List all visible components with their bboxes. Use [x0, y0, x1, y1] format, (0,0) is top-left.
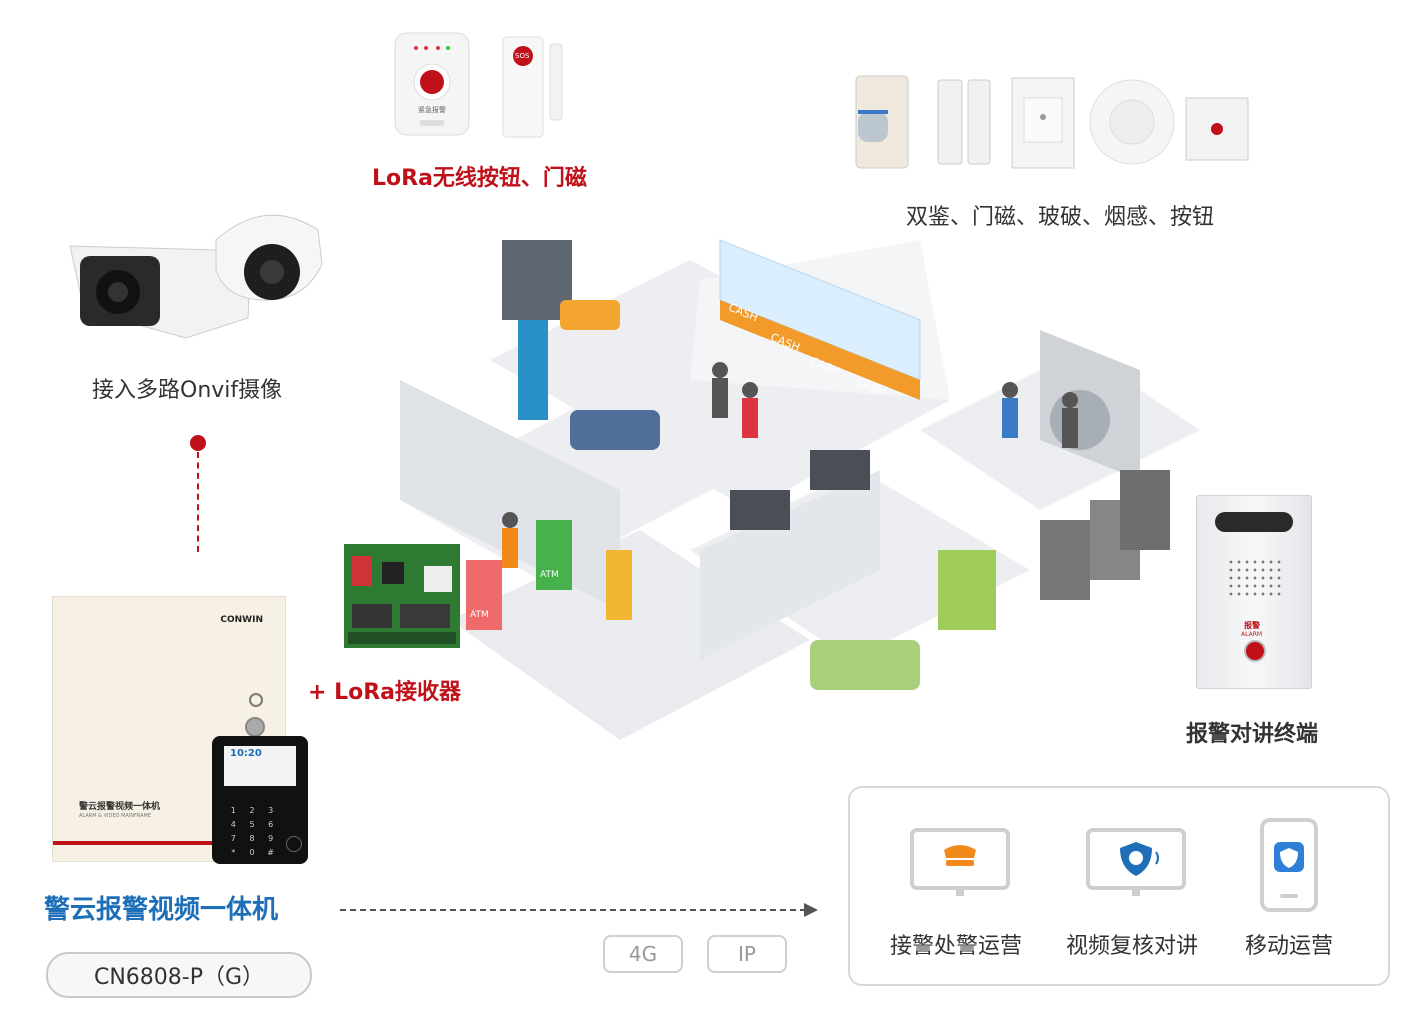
- button-sign-text: 紧急报警: [418, 106, 446, 114]
- atm-sign-1: ATM: [540, 570, 559, 580]
- service-label-video-review: 视频复核对讲: [1066, 934, 1199, 959]
- key-4[interactable]: 4: [230, 820, 236, 829]
- lora-sos-tag: SOS: [502, 36, 586, 140]
- cameras-label: 接入多路Onvif摄像: [92, 378, 283, 403]
- network-ip: IP: [707, 935, 787, 973]
- host-model: CN6808-P（G）: [93, 965, 265, 990]
- host-box-subtitle: ALARM & VIDEO MAINFRAME: [79, 813, 152, 819]
- host-model-pill: CN6808-P（G）: [46, 952, 312, 998]
- video-shield-icon: [1086, 828, 1186, 896]
- key-star[interactable]: *: [231, 848, 236, 857]
- card-reader-icon: [286, 836, 302, 852]
- keypad: 10:20 1 2 3 4 5 6 7 8 9 * 0 #: [212, 736, 308, 864]
- intercom-sign-en: ALARM: [1241, 631, 1263, 638]
- key-6[interactable]: 6: [268, 820, 274, 829]
- key-1[interactable]: 1: [230, 806, 236, 815]
- receiver-label: + LoRa接收器: [308, 680, 462, 705]
- sos-text: SOS: [515, 52, 530, 60]
- lora-panic-button: 紧急报警: [394, 32, 470, 136]
- services-panel: 接警处警运营 视频复核对讲 移动运营: [848, 786, 1390, 986]
- network-4g-label: 4G: [628, 942, 658, 966]
- host-red-stripe: [53, 841, 285, 845]
- bank-scene-illustration: CASH CASH CASH CASH ATM ATM: [390, 220, 1200, 750]
- police-cap-icon: [910, 828, 1010, 896]
- lora-buttons-label: LoRa无线按钮、门磁: [372, 166, 587, 191]
- key-5[interactable]: 5: [249, 820, 255, 829]
- detectors-label: 双鉴、门磁、玻破、烟感、按钮: [906, 205, 1215, 230]
- key-2[interactable]: 2: [249, 806, 255, 815]
- alarm-intercom-terminal: 报警 ALARM: [1196, 495, 1312, 689]
- network-4g: 4G: [603, 935, 683, 973]
- network-ip-label: IP: [738, 942, 756, 966]
- key-3[interactable]: 3: [268, 806, 274, 815]
- lock-icon: [249, 693, 263, 707]
- detector-images: [850, 72, 1250, 172]
- service-label-mobile: 移动运营: [1245, 934, 1334, 959]
- keypad-screen: [224, 746, 296, 786]
- keyhole-icon: [245, 717, 265, 737]
- intercom-sign: 报警: [1244, 621, 1260, 630]
- ip-cameras: [66, 200, 326, 350]
- key-8[interactable]: 8: [249, 834, 255, 843]
- key-7[interactable]: 7: [230, 834, 236, 843]
- alarm-button-icon: [1244, 640, 1266, 662]
- lora-receiver-board: [344, 544, 460, 648]
- keypad-time: 10:20: [230, 748, 262, 759]
- key-0[interactable]: 0: [249, 848, 255, 857]
- intercom-camera: [1215, 512, 1293, 532]
- connector-dot: [190, 435, 206, 451]
- host-name: 警云报警视频一体机: [44, 895, 279, 925]
- flow-arrow-line: [340, 909, 806, 911]
- mobile-app-icon: [1260, 818, 1318, 912]
- key-hash[interactable]: #: [267, 848, 274, 857]
- keypad-keys: 1 2 3 4 5 6 7 8 9 * 0 #: [224, 806, 280, 857]
- atm-sign-2: ATM: [470, 610, 489, 620]
- host-brand: CONWIN: [220, 615, 263, 625]
- flow-arrow-head: [804, 903, 818, 917]
- service-label-dispatch: 接警处警运营: [890, 934, 1023, 959]
- intercom-label: 报警对讲终端: [1186, 722, 1319, 747]
- connector-dashed-line: [197, 452, 199, 552]
- host-box-title: 警云报警视频一体机: [79, 802, 161, 812]
- key-9[interactable]: 9: [268, 834, 274, 843]
- speaker-grille: [1227, 558, 1281, 598]
